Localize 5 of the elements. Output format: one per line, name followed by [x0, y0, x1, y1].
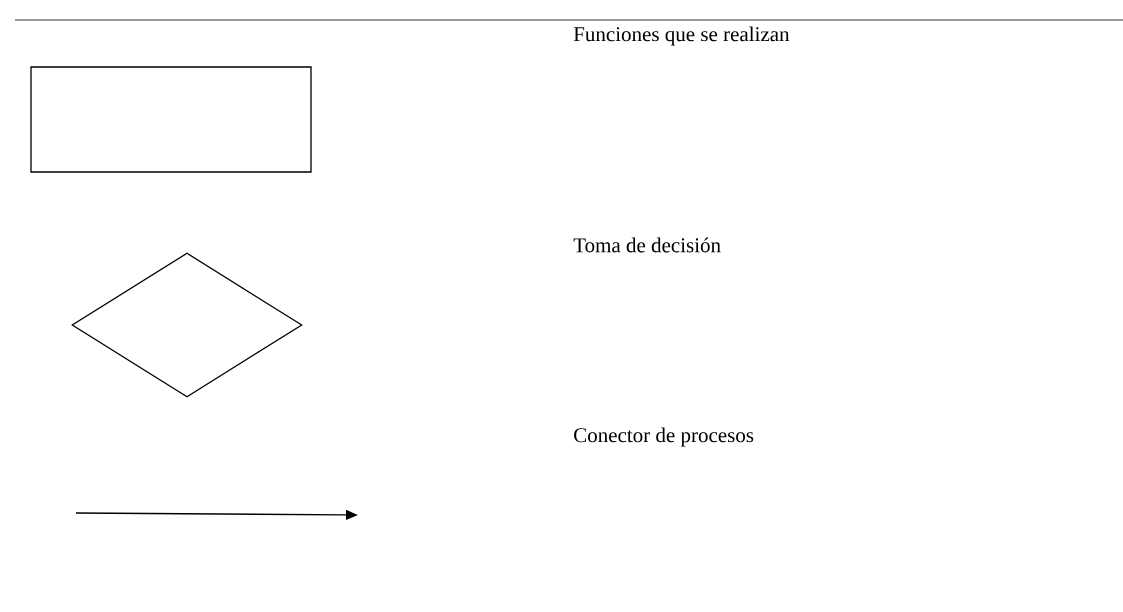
- decision-diamond: [71, 252, 303, 398]
- legend-label: Toma de decisión: [573, 237, 721, 253]
- legend-label: Conector de procesos: [574, 427, 754, 447]
- process-box: [30, 66, 312, 173]
- legend-label: Funciones que se realizan: [573, 26, 790, 46]
